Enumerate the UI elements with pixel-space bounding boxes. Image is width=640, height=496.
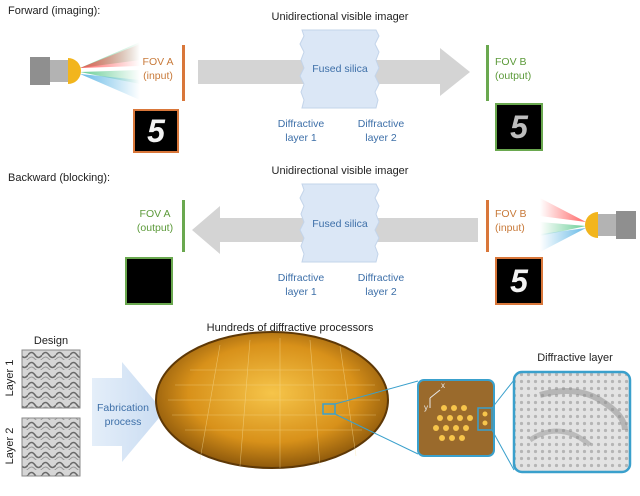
- input-image-forward: [133, 109, 179, 153]
- forward-panel: [30, 29, 543, 153]
- wafer-title: Hundreds of diffractive processors: [206, 322, 374, 334]
- forward-heading: Forward (imaging):: [8, 5, 101, 17]
- axes-indicator: [429, 389, 441, 408]
- diffractive-layer-1-label: Diffractive: [277, 272, 325, 284]
- input-digit-forward: 5: [147, 113, 165, 149]
- output-digit-forward: 5: [510, 109, 528, 145]
- diffractive-layer-zoom: [512, 370, 632, 474]
- light-source-forward: [30, 57, 81, 85]
- fabrication-arrow: [92, 362, 164, 462]
- backward-heading: Backward (blocking):: [8, 172, 111, 184]
- fov-a-output-label-2: (output): [136, 222, 174, 234]
- fov-a-output-label-1: FOV A: [139, 208, 171, 220]
- fov-b-output-bar: [486, 45, 489, 101]
- fov-b-input-label-1: FOV B: [495, 208, 527, 220]
- wafer: [155, 331, 389, 469]
- beam-blue: [540, 228, 586, 252]
- zoom-connector: [491, 379, 515, 409]
- fabrication-process-label-1: Fabrication: [97, 402, 149, 414]
- diffractive-layer-2-label-2: layer 2: [365, 286, 397, 298]
- output-image-backward: [125, 257, 173, 305]
- zoom-connector: [491, 429, 515, 471]
- diffractive-layer-2-label-2: layer 2: [365, 132, 397, 144]
- layer-2-label: Layer 2: [4, 427, 16, 465]
- beam-red: [540, 198, 586, 222]
- backward-medium-label: Fused silica: [312, 218, 368, 230]
- fabrication-panel: [21, 331, 632, 477]
- fov-b-input-bar: [486, 200, 489, 252]
- input-digit-backward: 5: [510, 263, 528, 299]
- diffractive-layer-1-label-2: layer 1: [285, 132, 317, 144]
- fused-silica-slab: [299, 29, 380, 109]
- zoom-connector: [334, 413, 419, 455]
- light-source-backward: [585, 211, 636, 239]
- axis-y-label: y: [424, 403, 428, 412]
- diffractive-layer-1-label-2: layer 1: [285, 286, 317, 298]
- fov-b-output-label-2: (output): [495, 70, 532, 82]
- diffractive-layer-zoom-title: Diffractive layer: [537, 352, 613, 364]
- backward-title: Unidirectional visible imager: [271, 165, 409, 177]
- diffractive-layer-2-label: Diffractive: [357, 272, 405, 284]
- backward-panel: [125, 183, 636, 305]
- design-label: Design: [33, 335, 69, 347]
- axis-x-label: x: [441, 381, 445, 390]
- zoom-connector: [334, 380, 419, 405]
- fov-b-input-label-2: (input): [495, 222, 525, 234]
- design-layer-1-pattern: [21, 349, 81, 409]
- output-image-forward: [495, 103, 543, 151]
- fov-b-output-label-1: FOV B: [495, 56, 527, 68]
- diffractive-layer-1-label: Diffractive: [277, 118, 325, 130]
- diffractive-layer-2-label: Diffractive: [357, 118, 405, 130]
- layer-1-label: Layer 1: [4, 359, 16, 397]
- fov-a-input-label-1: FOV A: [142, 56, 174, 68]
- forward-medium-label: Fused silica: [312, 63, 368, 75]
- fov-a-input-label-2: (input): [143, 70, 173, 82]
- forward-title: Unidirectional visible imager: [271, 11, 409, 23]
- fov-a-output-bar: [182, 200, 185, 252]
- fused-silica-slab: [299, 183, 380, 263]
- beam-blue: [80, 74, 140, 100]
- input-image-backward: [495, 257, 543, 305]
- fabrication-process-label-2: process: [104, 416, 142, 428]
- beam-red: [80, 44, 140, 68]
- fov-a-input-bar: [182, 45, 185, 101]
- design-layer-2-pattern: [21, 417, 81, 477]
- processor-zoom: [417, 379, 495, 457]
- processor-array: [433, 405, 488, 441]
